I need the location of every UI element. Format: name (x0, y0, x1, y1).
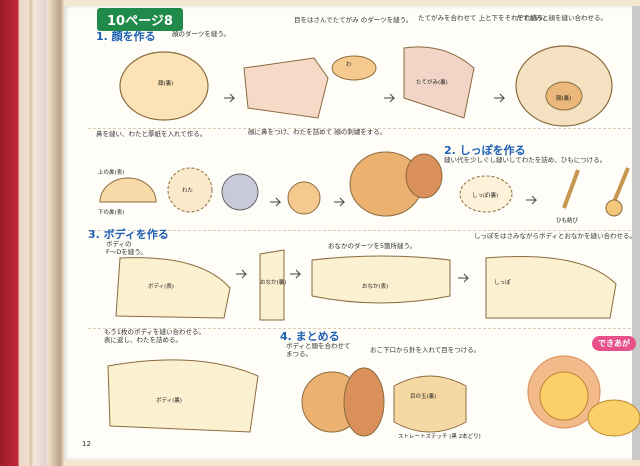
rule-2 (88, 230, 636, 231)
spine-strip (34, 0, 48, 466)
step-body-note-right: しっぽをはさみながらボディとおなかを縫い合わせる。 (474, 232, 637, 240)
step-finish-title: 4. まとめる (280, 330, 340, 343)
wata-label: わた (182, 187, 193, 194)
page-tag: 10ページ8 (97, 8, 183, 31)
belly-back-label: おなか(裏) (260, 278, 286, 286)
step-finish-note-left: もう1枚のボディを縫い合わせる。 表に返し、わたを詰める。 (104, 328, 205, 344)
belly-front-label: おなか(表) (362, 282, 388, 290)
face-inner-label: 顔(裏) (556, 94, 571, 102)
step-body-note-left: ボディの F〜Dを縫う。 (106, 240, 147, 256)
ear-detail (331, 55, 377, 81)
manual-page: 10ページ8 1. 顔を作る 顔のダーツを縫う。 目をはさんでたてがみ のダーツ… (64, 6, 640, 460)
step-tail-title: 2. しっぽを作る (444, 144, 526, 157)
lion-face (539, 371, 589, 421)
cardboard-piece (221, 173, 259, 211)
step-finish-note-right: おこ下口から針を入れて目をつける。 (370, 346, 481, 354)
face-label: 顔(裏) (158, 79, 173, 87)
belly-strip (259, 249, 285, 321)
book-spine (0, 0, 64, 466)
body-front-label: ボディ(表) (148, 282, 174, 290)
lion-body (587, 399, 640, 437)
step-body-note-mid: おなかのダーツを5箇所縫う。 (328, 242, 417, 250)
mane-back-label: たてがみ(裏) (416, 78, 448, 86)
arrow-5 (334, 197, 346, 207)
step-head-title: 1. 顔を作る (96, 30, 156, 43)
ear-piece (243, 57, 329, 119)
belly-piece (311, 255, 451, 304)
mane2-note: たてがみと顔を縫い合わせる。 (516, 14, 607, 22)
lower-label: 下の鼻(表) (98, 208, 124, 216)
done-badge: できあが (592, 336, 636, 351)
step-finish-note-mid: ボディと頭を合わせて まつる。 (286, 342, 351, 358)
face2-note: 顔に鼻をつけ、わたを詰めて 顔の刺繍をする。 (248, 128, 387, 136)
upper-label: 上の鼻(表) (98, 168, 124, 176)
step-head-note: 顔のダーツを縫う。 (172, 30, 230, 38)
tail-mark-label: しっぽ (494, 278, 511, 286)
tail-stick-2 (612, 167, 630, 203)
tail-back-label: しっぽ(裏) (472, 191, 498, 199)
mane1-note: たてがみを合わせて 上と下をそれぞれ縫う。 (418, 14, 550, 22)
tail-ball (605, 199, 623, 217)
arrow-3 (494, 93, 506, 103)
nose-upper (99, 177, 157, 203)
arrow-4 (270, 197, 282, 207)
rule-3 (88, 328, 636, 329)
final-mane (343, 367, 385, 437)
tail-stick-1 (562, 169, 580, 209)
tail-circle (459, 175, 513, 213)
page-edge (632, 6, 640, 460)
stitch-label: ストレートステッチ (黒 2本どり) (398, 432, 481, 440)
mane-side (405, 153, 443, 199)
knot-label: ひも結び (556, 216, 579, 224)
eye-ball-label: 目の玉(裏) (410, 392, 436, 400)
final-body (107, 359, 259, 433)
nose-ball (287, 181, 321, 215)
body-back-label: ボディ(裏) (156, 396, 182, 404)
arrow-8 (290, 269, 302, 279)
body-assembly (485, 256, 617, 319)
face-piece (119, 51, 209, 121)
face-detail (393, 375, 467, 433)
body-piece (115, 257, 231, 319)
nose-circle (167, 167, 213, 213)
wa-label: わ (346, 61, 352, 68)
arrow-9 (458, 273, 470, 283)
step-tail-note: 縫い代を少しぐし縫いしてわたを詰め、ひもにつける。 (444, 156, 607, 164)
face-inner (545, 81, 583, 111)
nose-note: 鼻を縫い、わたと厚紙を入れて作る。 (96, 130, 207, 138)
row2-illustrations: 上の鼻(表) 下の鼻(表) わた しっぽ(裏) ひも結び (98, 151, 630, 224)
arrow-1 (224, 93, 236, 103)
ear-note: 目をはさんでたてがみ のダーツを縫う。 (294, 16, 413, 24)
row4-illustrations: ボディ(裏) 目の玉(裏) ストレートステッチ (黒 2本どり) (107, 355, 640, 440)
step-body-title: 3. ボディを作る (88, 228, 169, 241)
row3-illustrations: ボディ(表) おなか(裏) おなか(表) しっぽ (115, 249, 617, 321)
page-number: 12 (82, 440, 91, 448)
row1-illustrations: 顔(裏) わ たてがみ(裏) 顔(裏) (119, 45, 613, 127)
arrow-2 (384, 93, 396, 103)
rule-1 (88, 128, 636, 129)
arrow-6 (526, 195, 538, 205)
mane-piece (403, 46, 475, 119)
arrow-7 (236, 269, 248, 279)
